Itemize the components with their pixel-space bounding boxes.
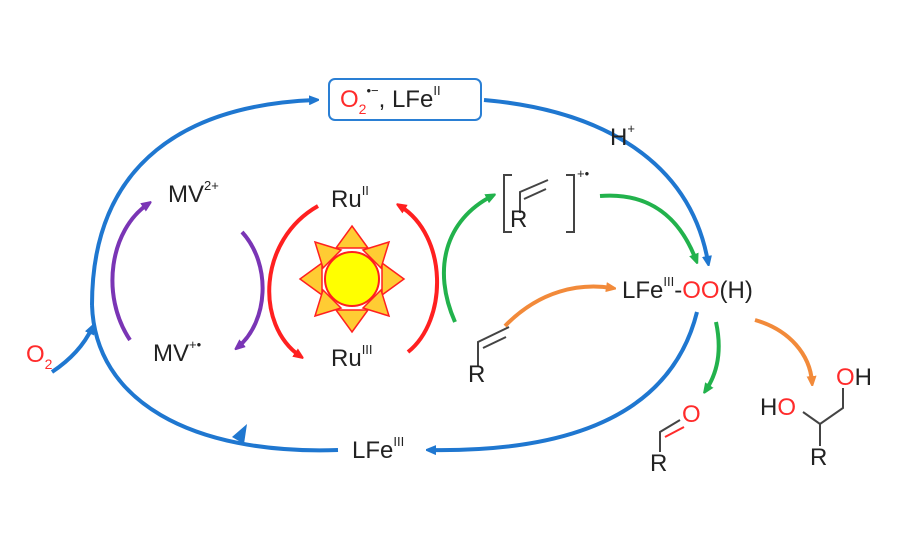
mv-oxidized-label: MV2+ [168,178,219,208]
alkene-to-peroxo-arrow [503,287,612,328]
cycle-arc-left-top [90,100,315,306]
radical-cation-to-peroxo-arrow [599,193,696,260]
diol-structure [802,388,844,446]
ru-iii-label: RuIII [331,342,373,372]
radical-cation-structure [503,174,575,233]
superoxide-iron-box: O2•−, LFeII [328,78,482,121]
iron-iii-label: LFeIII [352,434,405,464]
ru-arrow-left [267,204,319,356]
mv-reduced-label: MV+• [153,337,202,367]
mv-arrow-down [238,230,265,347]
cycle-arc-bottom-right [430,311,699,450]
sun-icon [298,224,406,334]
alkene-structure [477,326,510,366]
aldehyde-r-label: R [650,450,668,477]
aldehyde-structure [659,419,685,452]
diol-oh-label: OH [836,364,873,391]
radical-cation-r-label: R [510,206,528,233]
o2-entry-arrow [50,328,92,374]
peroxo-to-diol-arrow [754,318,812,382]
proton-label: H+ [610,121,635,151]
superoxide-label: O2•−, LFeII [340,83,441,117]
cycle-arc-right-top [483,98,708,262]
alkene-oxidation-arrow [441,196,492,323]
aldehyde-o-label: O [682,401,701,428]
diol-r-label: R [810,444,828,471]
mv-arrow-up [110,204,148,342]
cycle-arrowhead-bottom [232,424,247,444]
peroxo-to-aldehyde-arrow [706,321,721,390]
diol-ho-label: HO [760,394,797,421]
radical-cation-charge: +• [577,166,590,181]
cycle-arc-bottom-left [90,304,339,453]
alkene-r-label: R [468,361,486,388]
iron-peroxo-label: LFeIII-OO(H) [622,274,753,304]
ru-ii-label: RuII [331,183,369,213]
ru-arrow-right [400,206,439,354]
o2-label: O2 [26,341,53,372]
